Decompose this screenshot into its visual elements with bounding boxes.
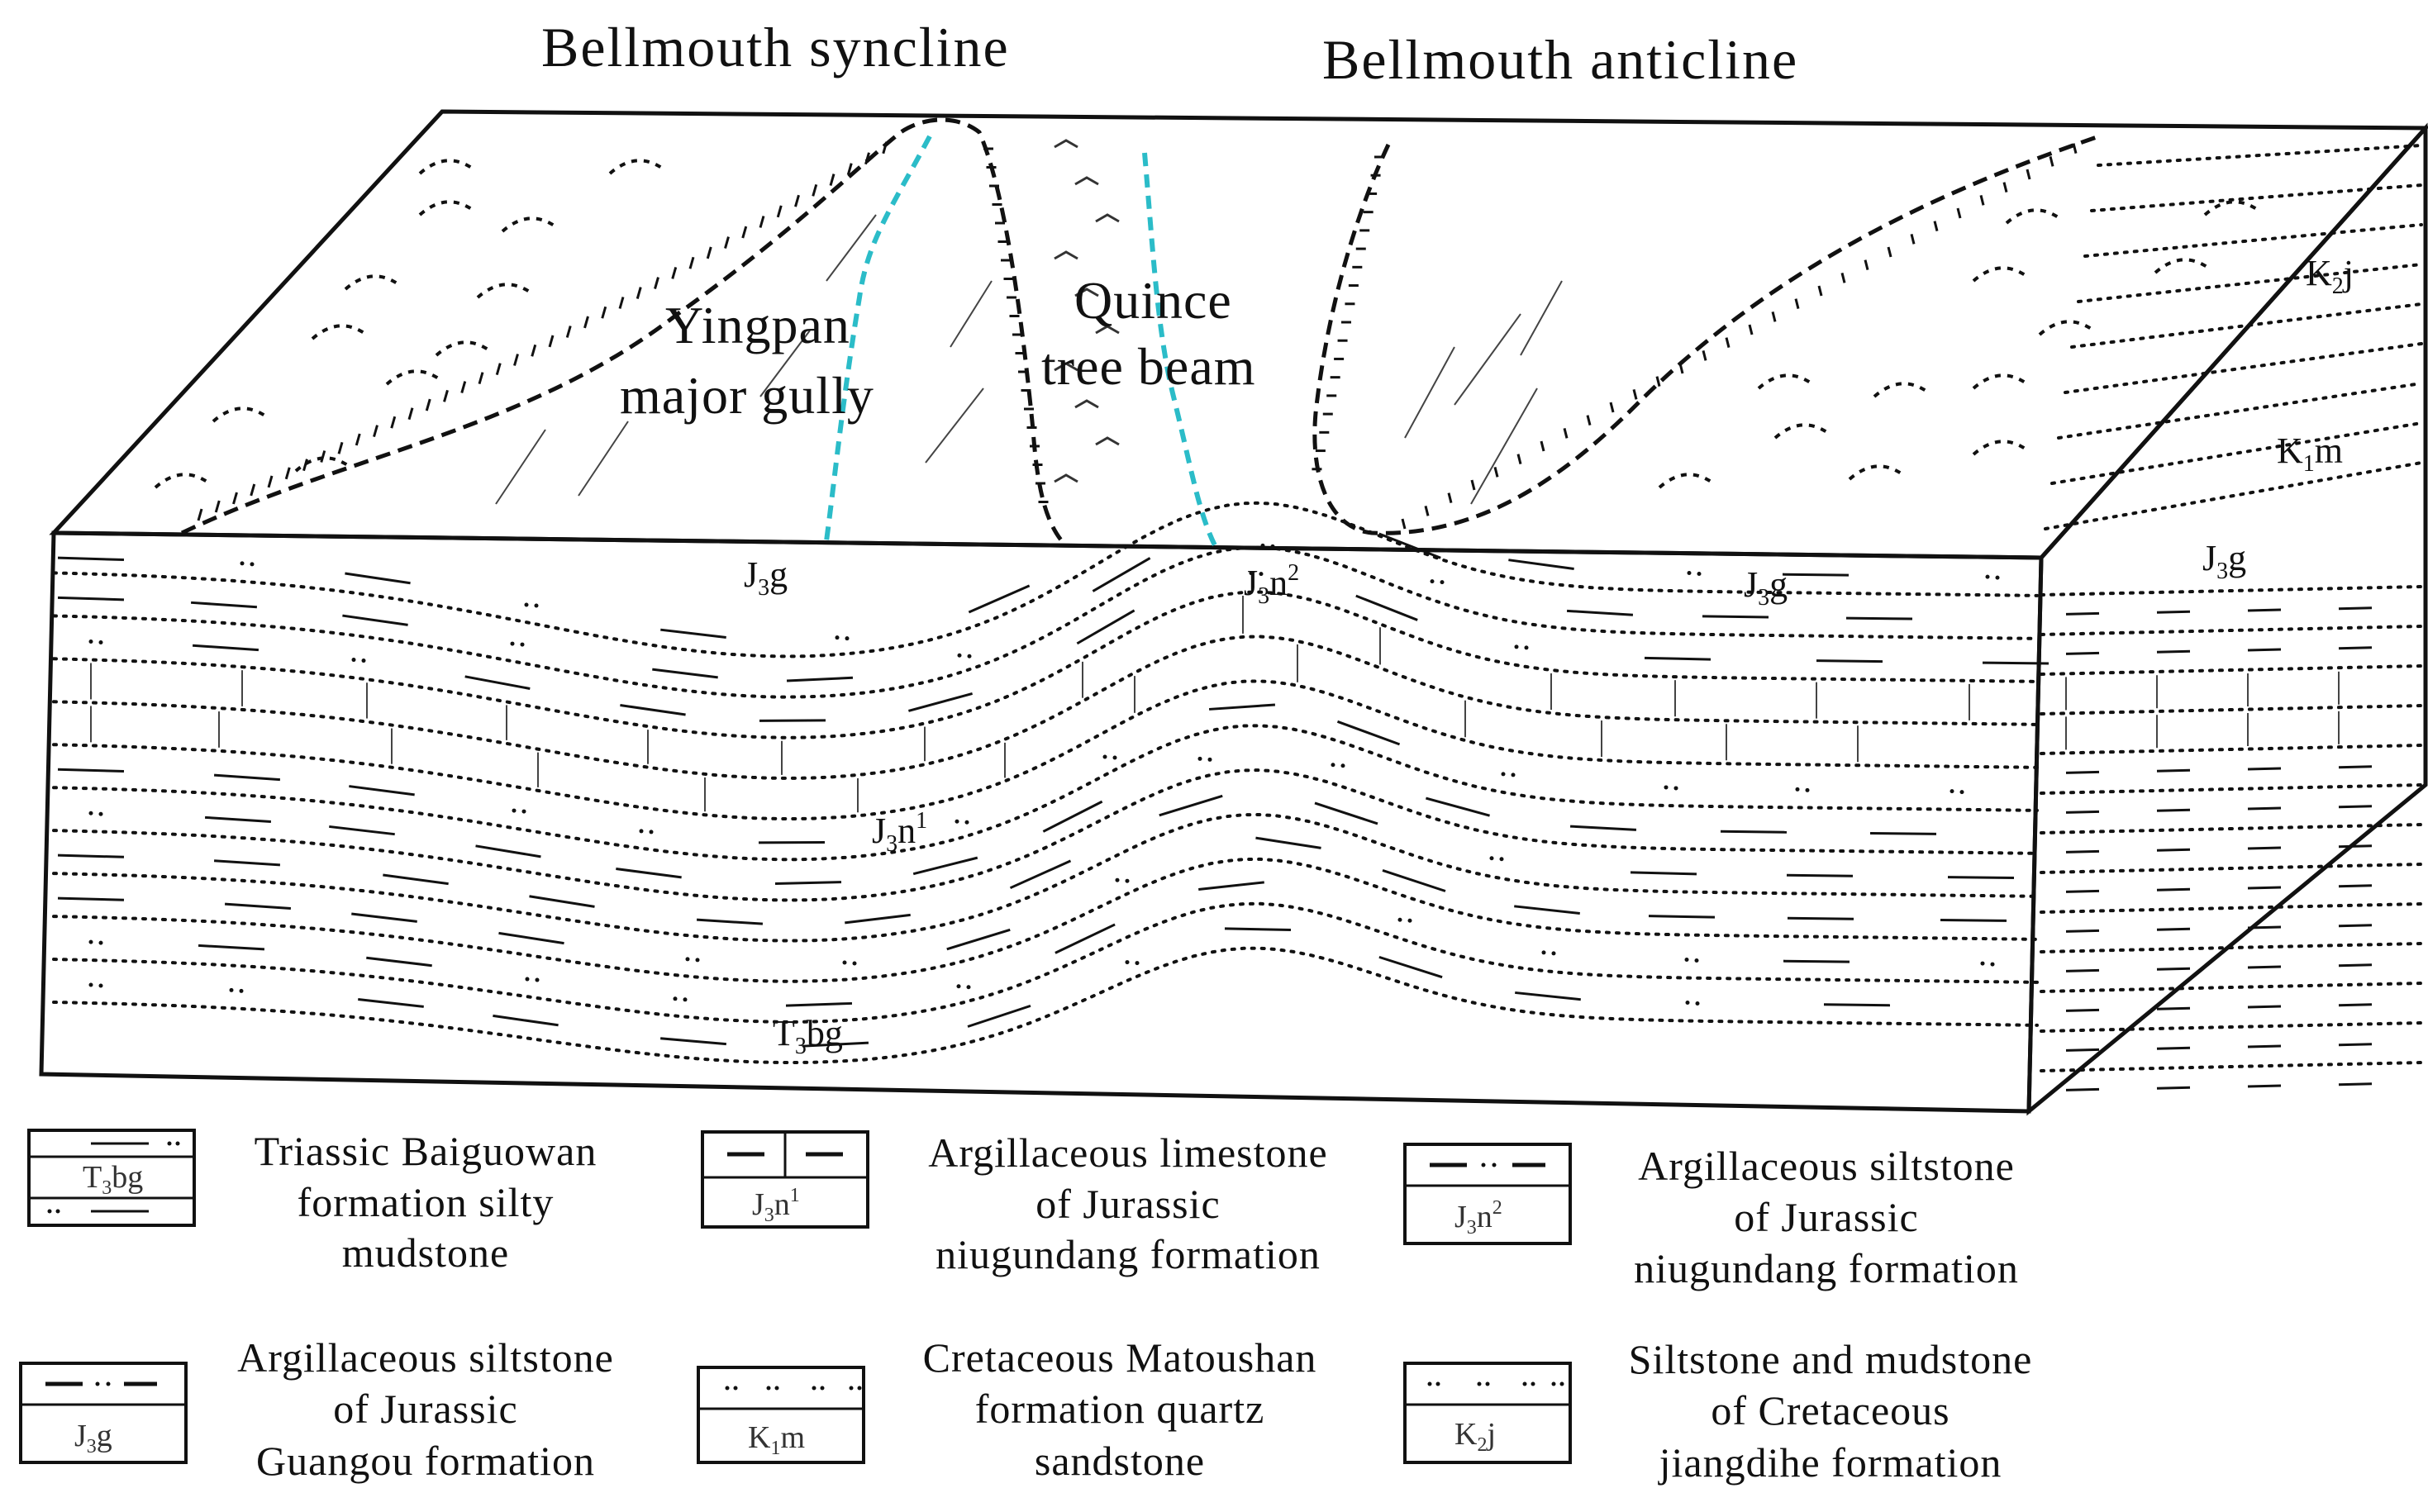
svg-text:of Jurassic: of Jurassic xyxy=(1035,1181,1220,1227)
front-face-pattern xyxy=(57,532,2050,1048)
legend: T3bg Triassic Baiguowan formation silty … xyxy=(19,1128,2033,1486)
gully-line-right xyxy=(1142,152,1217,547)
label-major-gully: major gully xyxy=(620,366,874,425)
legend-item-t3bg: T3bg Triassic Baiguowan formation silty … xyxy=(27,1128,597,1276)
label-quince: Quince xyxy=(1074,271,1232,330)
label-yingpan: Yingpan xyxy=(665,296,850,354)
formation-label-j3g-right: J3g xyxy=(1744,564,1788,611)
svg-text:of Cretaceous: of Cretaceous xyxy=(1711,1387,1950,1434)
anticline-boundary xyxy=(1312,134,2100,535)
svg-text:formation quartz: formation quartz xyxy=(975,1386,1265,1432)
legend-item-j3n2: J3n2 Argillaceous siltstone of Jurassic … xyxy=(1403,1143,2019,1291)
formation-label-j3g-left: J3g xyxy=(744,554,788,601)
svg-text:K1m: K1m xyxy=(748,1420,805,1459)
legend-item-k1m: K1m Cretaceous Matoushan formation quart… xyxy=(697,1334,1317,1484)
svg-text:formation silty: formation silty xyxy=(298,1179,555,1225)
svg-text:Guangou formation: Guangou formation xyxy=(256,1438,595,1484)
block-outline xyxy=(39,109,2428,1116)
title-bellmouth-anticline: Bellmouth anticline xyxy=(1322,28,1798,91)
svg-text:K2j: K2j xyxy=(1454,1417,1496,1456)
svg-text:Siltstone and mudstone: Siltstone and mudstone xyxy=(1629,1336,2033,1382)
title-bellmouth-syncline: Bellmouth syncline xyxy=(541,16,1010,78)
svg-text:jiangdihe formation: jiangdihe formation xyxy=(1658,1439,2002,1486)
legend-item-j3g: J3g Argillaceous siltstone of Jurassic G… xyxy=(19,1334,614,1484)
legend-item-j3n1: J3n1 Argillaceous limestone of Jurassic … xyxy=(701,1129,1327,1277)
svg-text:J3g: J3g xyxy=(74,1419,112,1457)
gully-line-left xyxy=(824,135,932,542)
svg-text:mudstone: mudstone xyxy=(342,1229,509,1276)
formation-label-j3g-side: J3g xyxy=(2202,538,2246,584)
svg-text:of Jurassic: of Jurassic xyxy=(1734,1194,1918,1240)
svg-text:J3n2: J3n2 xyxy=(1454,1197,1502,1239)
svg-text:sandstone: sandstone xyxy=(1035,1438,1205,1484)
svg-text:J3n1: J3n1 xyxy=(752,1185,800,1226)
formation-label-k1m: K1m xyxy=(2277,430,2343,477)
svg-text:Triassic Baiguowan: Triassic Baiguowan xyxy=(255,1128,597,1174)
svg-text:Argillaceous siltstone: Argillaceous siltstone xyxy=(1638,1143,2015,1189)
svg-text:of Jurassic: of Jurassic xyxy=(333,1386,517,1432)
legend-item-k2j: K2j Siltstone and mudstone of Cretaceous… xyxy=(1403,1336,2033,1486)
right-face-strata xyxy=(2040,144,2423,1091)
front-face-strata xyxy=(52,501,2039,1064)
svg-text:Cretaceous Matoushan: Cretaceous Matoushan xyxy=(923,1334,1317,1381)
svg-text:niugundang formation: niugundang formation xyxy=(935,1231,1321,1277)
formation-label-k2j: K2j xyxy=(2306,253,2354,299)
formation-label-t3bg: T3bg xyxy=(773,1013,843,1059)
syncline-boundary xyxy=(180,117,1064,543)
svg-text:niugundang formation: niugundang formation xyxy=(1634,1245,2019,1291)
svg-text:T3bg: T3bg xyxy=(83,1160,143,1199)
top-surface-features xyxy=(154,117,2259,547)
formation-label-j3n1: J3n1 xyxy=(872,808,927,857)
formation-label-j3n2: J3n2 xyxy=(1244,560,1299,609)
svg-text:Argillaceous siltstone: Argillaceous siltstone xyxy=(237,1334,614,1381)
label-tree-beam: tree beam xyxy=(1041,337,1256,396)
svg-text:Argillaceous limestone: Argillaceous limestone xyxy=(928,1129,1327,1176)
